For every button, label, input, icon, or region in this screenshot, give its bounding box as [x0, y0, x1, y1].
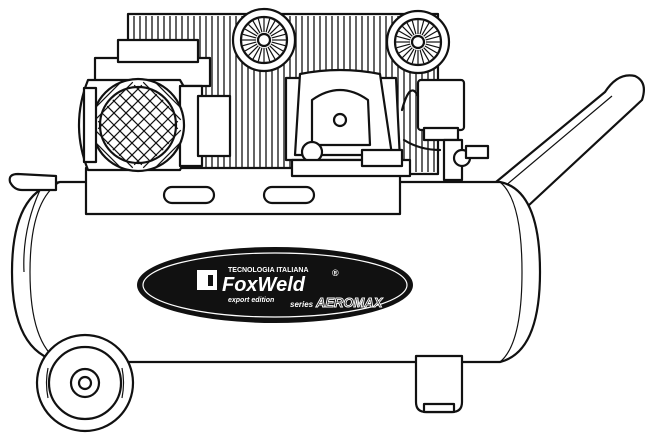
label-series-prefix: series	[290, 300, 314, 309]
label-registered: ®	[332, 268, 339, 278]
brand-logo-mark	[197, 270, 217, 290]
label-edition: export edition	[228, 297, 274, 304]
air-filter-left	[231, 7, 297, 73]
electric-motor	[77, 38, 232, 173]
brand-label: TECNOLOGIA ITALIANA FoxWeld ® export edi…	[137, 247, 413, 323]
rear-foot	[414, 354, 464, 414]
air-filter-right	[385, 9, 451, 75]
tank-hook	[8, 172, 58, 192]
pressure-switch	[400, 78, 490, 182]
wheel	[35, 333, 135, 433]
label-tagline: TECNOLOGIA ITALIANA	[228, 267, 309, 274]
compressor-pump	[284, 68, 412, 178]
label-series-name: AEROMAX	[315, 295, 384, 310]
label-brand: FoxWeld	[222, 274, 306, 296]
